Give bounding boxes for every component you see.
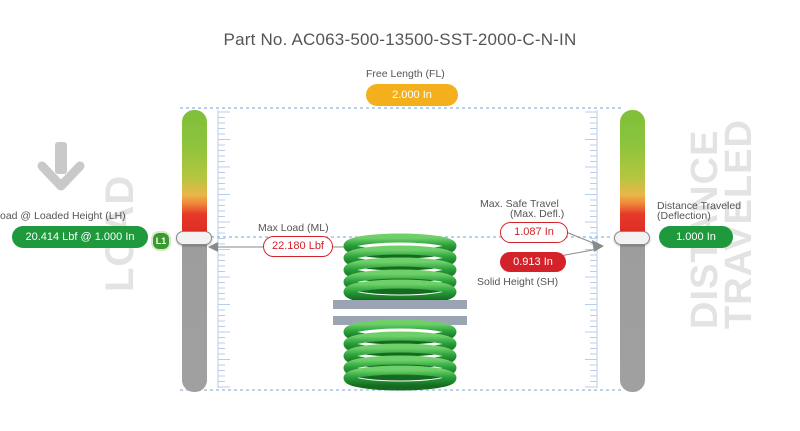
max-load-label: Max Load (ML) [258,222,329,234]
loaded-height-label: oad @ Loaded Height (LH) [0,210,126,222]
part-number-title: Part No. AC063-500-13500-SST-2000-C-N-IN [223,30,577,49]
free-length-value: 2.000 In [366,84,458,106]
spring-coil [343,355,457,381]
max-safe-travel-label: Max. Safe Travel [480,198,559,210]
free-length-label: Free Length (FL) [366,68,445,80]
left-gauge-knob[interactable] [176,231,212,245]
distance-traveled-label: Distance Traveled [657,200,742,212]
spring-illustration [333,233,467,391]
spring-coil [343,365,457,391]
down-arrow-icon [37,142,85,191]
l1-badge-text: L1 [155,236,167,246]
spring-coil [343,269,457,295]
left-load-gauge [182,110,207,392]
loaded-height-value: 20.414 Lbf @ 1.000 In [12,226,148,248]
spring-plate-top [333,300,467,309]
distance-traveled-sublabel: (Deflection) [657,210,711,222]
solid-height-label: Solid Height (SH) [477,276,559,288]
solid-height-value: 0.913 In [500,252,566,272]
max-safe-travel-value: 1.087 In [500,222,568,243]
right-distance-gauge [620,110,645,392]
right-gauge-knob[interactable] [614,231,650,245]
distance-side-label-2: TRAVELED [718,119,760,329]
max-safe-travel-sublabel: (Max. Defl.) [510,208,565,220]
max-load-value: 22.180 Lbf [263,236,333,257]
l1-badge: L1 [151,231,171,251]
distance-traveled-value: 1.000 In [659,226,733,248]
